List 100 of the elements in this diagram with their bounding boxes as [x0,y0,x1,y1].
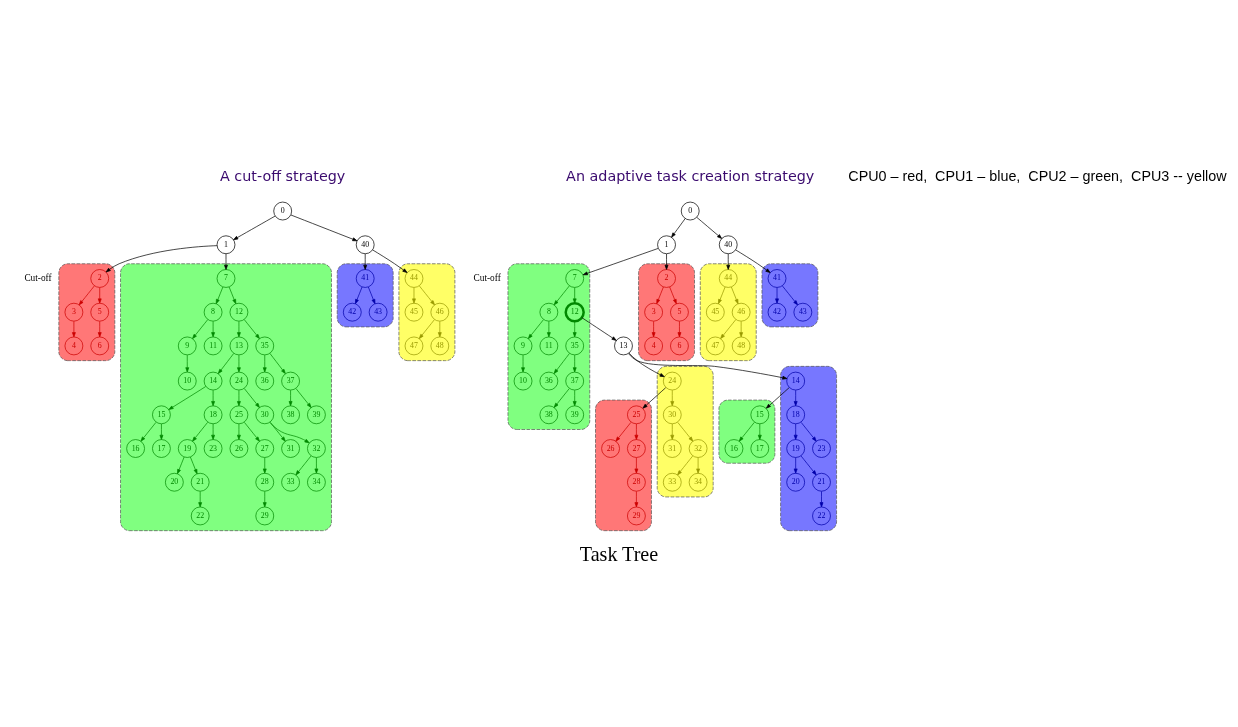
arrow [159,423,164,440]
arrow [664,253,669,270]
arrow [105,245,218,273]
arrow [669,286,677,305]
node-circle: 45 [404,302,424,322]
node-circle: 29 [627,506,646,526]
arrow [793,457,798,474]
label: Cut-off [24,272,52,283]
node-circle: 1 [216,235,236,255]
arrow [262,491,267,508]
arrow [237,423,241,440]
arrow [671,218,686,238]
node-circle: 9 [513,336,533,356]
arrow [775,287,779,304]
arrow [800,455,817,476]
node-circle: 3 [644,302,663,322]
arrow [269,422,310,444]
node-circle: 7 [565,269,584,288]
node-circle: 13 [229,336,249,356]
arrow [720,319,737,339]
arrow [192,319,208,339]
arrow [72,321,76,338]
arrow [677,455,693,476]
arrow [215,286,224,305]
arrow [793,423,798,440]
node-circle: 9 [177,336,197,356]
arrow [269,353,286,374]
arrow [78,285,95,306]
node-circle: 16 [126,439,145,458]
node-circle: 35 [255,336,275,356]
arrow [634,491,639,508]
arrow [211,389,215,407]
arrow [553,388,570,408]
node-circle: 6 [90,336,110,356]
node-circle: 19 [177,439,197,458]
node-circle: 8 [203,302,223,322]
node-circle: 4 [64,336,84,356]
arrow [739,321,743,338]
node-circle: 26 [601,439,620,458]
arrow [244,422,260,442]
arrow [211,321,215,338]
node-circle: 41 [355,269,375,288]
node-circle: 42 [767,302,787,322]
node-circle: 4 [644,336,663,356]
node-circle: 31 [281,439,300,458]
caption: Task Tree [579,543,659,566]
arrow [192,422,208,442]
arrow [363,253,368,270]
arrow [233,215,276,241]
node-circle: 19 [786,439,805,458]
cluster [718,399,776,464]
arrow [726,253,731,270]
arrow [262,457,267,474]
arrow [97,321,102,338]
node-circle: 47 [404,336,424,356]
arrow [190,456,198,475]
node-circle: 28 [255,472,275,492]
arrow [696,457,700,474]
arrow [656,286,664,305]
arrow [355,286,363,305]
arrow [295,455,312,476]
node-circle: 14 [786,371,805,391]
arrow [237,321,241,338]
cluster [595,399,652,532]
arrow [288,389,293,407]
node-circle: 23 [812,439,831,458]
node-circle: 23 [203,439,223,458]
arrow [244,319,260,339]
node-circle: 5 [90,302,110,322]
node-circle: 25 [229,405,249,425]
arrow [217,353,235,374]
node-circle: 37 [281,371,300,391]
cluster [398,263,456,361]
node-circle: 1 [657,235,676,255]
node-circle: 42 [342,302,362,322]
arrow [553,285,570,306]
arrow [634,423,639,440]
node-circle: 13 [614,336,633,356]
arrow [793,389,798,407]
arrow [237,389,241,407]
arrow [367,286,376,305]
node-circle: 36 [255,371,275,391]
node-circle: 10 [513,371,533,391]
arrow [735,249,771,273]
node-circle: 26 [229,439,249,458]
node-circle: 34 [688,472,708,492]
node-circle: 48 [430,336,450,356]
arrow [418,319,435,339]
arrow [314,457,319,474]
node-circle: 44 [718,269,738,288]
arrow [572,389,577,407]
node-circle: 10 [177,371,197,391]
arrow [670,423,675,440]
arrow [419,285,435,306]
node-circle: 39 [307,405,326,425]
node-circle: 28 [627,472,646,492]
node-circle: 32 [688,439,708,458]
node-circle: 27 [627,439,646,458]
node-circle: 22 [812,506,831,526]
arrow [521,354,525,373]
